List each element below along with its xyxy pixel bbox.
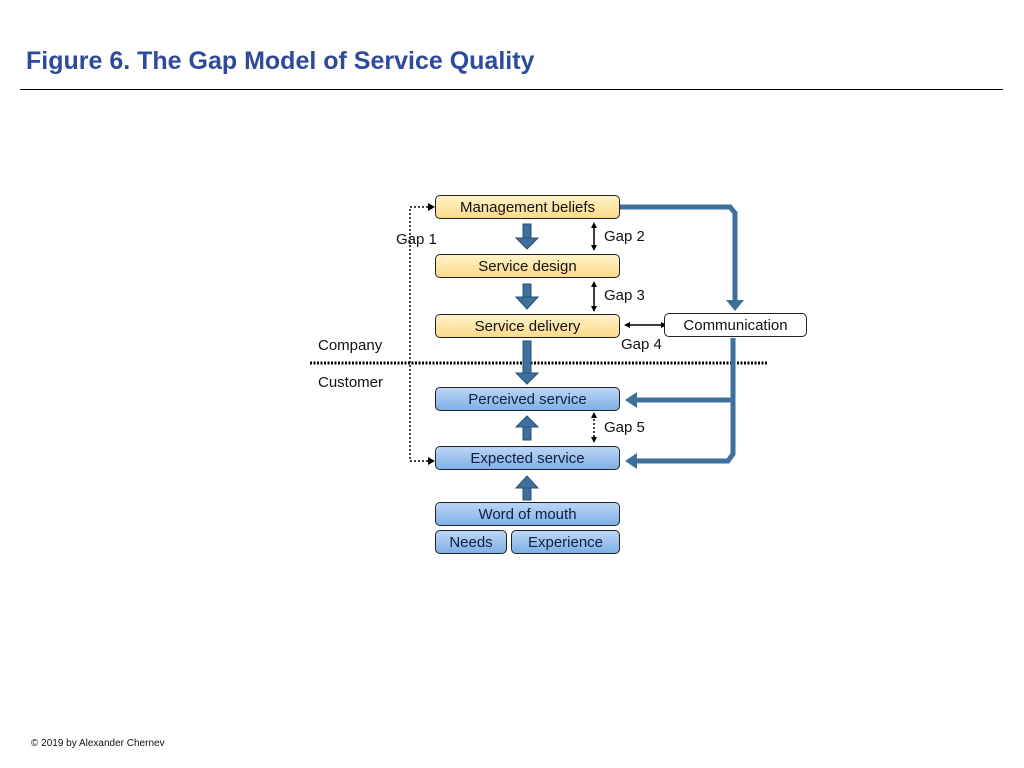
company-zone-label: Company: [318, 337, 383, 354]
customer-zone-label: Customer: [318, 374, 384, 391]
arrowhead-to-perceived: [625, 392, 637, 408]
down-arrow-3: [514, 340, 540, 385]
service-design-box: Service design: [435, 254, 620, 278]
service-delivery-box: Service delivery: [435, 314, 620, 338]
gap2-label: Gap 2: [604, 228, 645, 245]
up-arrow-expected-to-perceived: [514, 415, 540, 441]
management-beliefs-box: Management beliefs: [435, 195, 620, 219]
up-arrow-wom-to-expected: [514, 475, 540, 501]
communication-flow: [620, 204, 738, 300]
gap5-label: Gap 5: [604, 419, 645, 436]
copyright-footer: © 2019 by Alexander Chernev: [31, 738, 165, 749]
needs-box: Needs: [435, 530, 507, 554]
communication-return: [637, 338, 736, 464]
gap1-bracket: [409, 206, 432, 462]
word-of-mouth-box: Word of mouth: [435, 502, 620, 526]
title-divider: [20, 89, 1003, 90]
arrowhead-to-expected: [625, 453, 637, 469]
communication-box: Communication: [664, 313, 807, 337]
perceived-service-box: Perceived service: [435, 387, 620, 411]
gap1-label: Gap 1: [396, 231, 437, 248]
gap4-label: Gap 4: [621, 336, 662, 353]
page-title: Figure 6. The Gap Model of Service Quali…: [26, 47, 535, 75]
gap3-label: Gap 3: [604, 287, 645, 304]
experience-box: Experience: [511, 530, 620, 554]
expected-service-box: Expected service: [435, 446, 620, 470]
down-arrow-1: [514, 223, 540, 250]
comm-down-arrowhead: [726, 300, 744, 311]
down-arrow-2: [514, 283, 540, 310]
